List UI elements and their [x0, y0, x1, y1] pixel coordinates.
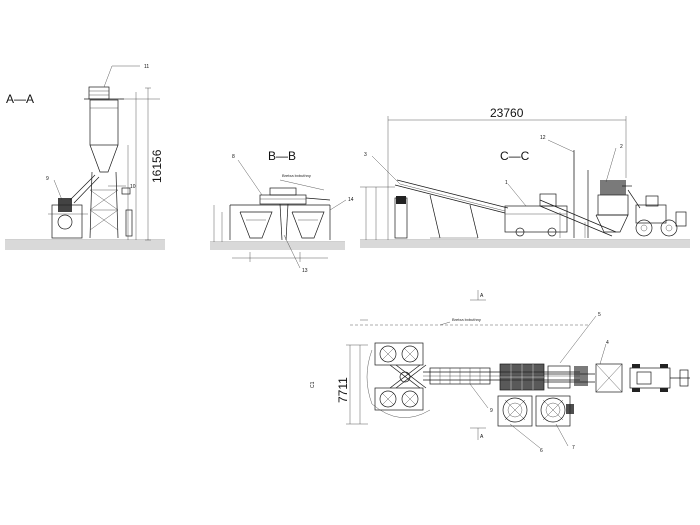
- callout-3: 3: [364, 152, 367, 158]
- dim-length-cc: 23760: [490, 106, 524, 120]
- callout-1: 1: [505, 180, 508, 186]
- section-mark: C1: [310, 381, 316, 388]
- callout-8: 8: [232, 154, 235, 160]
- view-b-b: B—B Bretxa bxbuthny 8 14: [210, 149, 354, 274]
- view-label-b-b: B—B: [268, 149, 296, 163]
- view-a-a: A—A: [5, 64, 165, 250]
- caption-b-b: Bretxa bxbuthny: [282, 173, 311, 178]
- callout-5: 5: [598, 312, 601, 318]
- marker-a-bottom: A: [480, 434, 484, 440]
- callout-9-plan: 9: [490, 408, 493, 414]
- callout-10: 10: [130, 184, 136, 190]
- view-label-a-a: A—A: [6, 92, 34, 106]
- dim-height-aa: 16156: [150, 149, 164, 183]
- callout-4: 4: [606, 340, 609, 346]
- callout-2: 2: [620, 144, 623, 150]
- marker-a-top: A: [480, 293, 484, 299]
- callout-13: 13: [302, 268, 308, 274]
- caption-plan: Bretxa bxbuthny: [452, 317, 481, 322]
- view-label-c-c: C—C: [500, 149, 530, 163]
- dim-width-plan: 7711: [336, 377, 350, 403]
- callout-7: 7: [572, 445, 575, 451]
- callout-9: 9: [46, 176, 49, 182]
- callout-12: 12: [540, 135, 546, 141]
- callout-11: 11: [144, 64, 149, 70]
- view-c-c: C—C 23760: [360, 106, 690, 248]
- view-plan: A A Bretxa bxbuthny 7711 C1: [310, 290, 690, 454]
- callout-14: 14: [348, 197, 354, 203]
- callout-6: 6: [540, 448, 543, 454]
